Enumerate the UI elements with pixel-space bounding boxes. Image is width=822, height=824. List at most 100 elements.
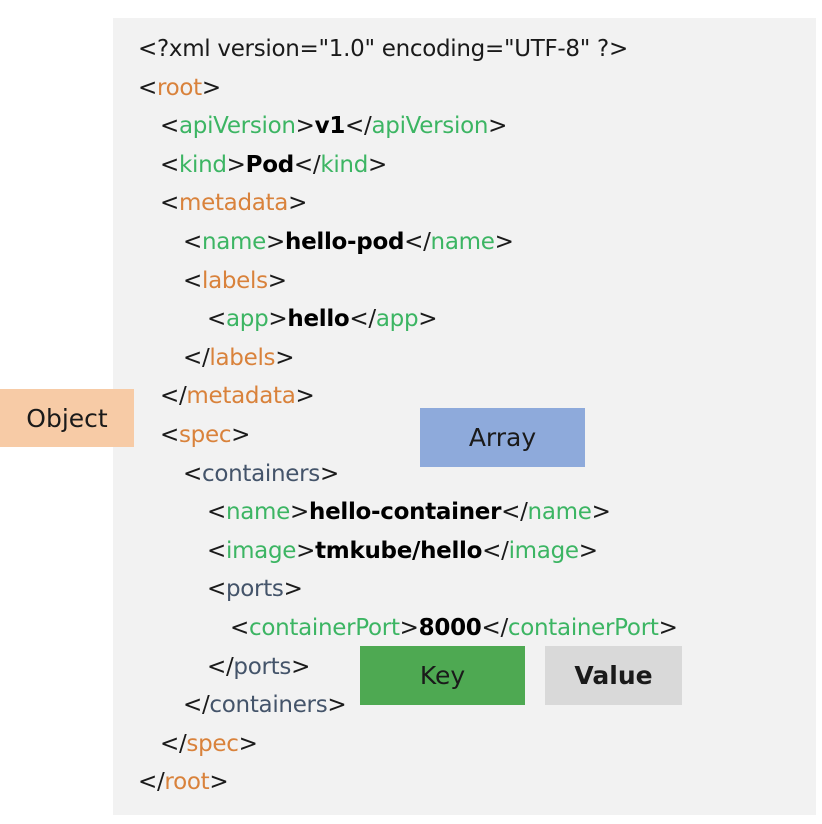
xml-line: <containerPort>8000</containerPort>	[230, 609, 678, 647]
xml-tag-name: kind	[178, 151, 227, 178]
xml-tag-name: image	[508, 537, 579, 564]
xml-punct: >	[488, 113, 508, 140]
xml-value: v1	[314, 113, 346, 140]
xml-line: </metadata>	[160, 377, 315, 415]
xml-line: </labels>	[183, 339, 295, 377]
xml-line: <metadata>	[160, 184, 307, 222]
xml-punct: >	[296, 537, 316, 564]
xml-tag-name: containers	[209, 692, 328, 719]
xml-punct: <	[183, 460, 202, 487]
xml-punct: >	[283, 576, 303, 603]
xml-tag-name: apiVersion	[178, 113, 296, 140]
xml-tag-name: app	[375, 306, 419, 333]
xml-punct: >	[494, 229, 514, 255]
xml-line: <labels>	[183, 262, 287, 300]
xml-punct: >	[418, 306, 438, 333]
xml-line: <root>	[138, 69, 221, 107]
xml-punct: >	[266, 229, 285, 255]
xml-punct: </	[160, 383, 187, 410]
xml-punct: >	[319, 460, 339, 487]
xml-tag-name: name	[527, 499, 592, 526]
xml-tag-name: containers	[201, 460, 320, 487]
xml-punct: </	[138, 769, 165, 796]
xml-punct: <?xml version="1.0" encoding="UTF-8" ?>	[138, 36, 628, 62]
xml-punct: >	[658, 615, 678, 641]
xml-tag-name: containerPort	[248, 615, 400, 641]
xml-line: <name>hello-container</name>	[207, 493, 611, 531]
xml-punct: >	[238, 730, 258, 757]
xml-punct: </	[183, 344, 210, 371]
xml-punct: <	[230, 615, 249, 641]
xml-line: <apiVersion>v1</apiVersion>	[160, 107, 507, 145]
key-legend-label: Key	[360, 646, 525, 705]
xml-punct: </	[501, 499, 528, 526]
xml-tag-name: metadata	[178, 190, 289, 217]
xml-punct: </	[481, 615, 508, 641]
xml-punct: </	[183, 692, 210, 719]
xml-line: <name>hello-pod</name>	[183, 223, 514, 261]
xml-punct: >	[578, 537, 598, 564]
xml-punct: >	[209, 769, 229, 796]
xml-punct: </	[207, 653, 234, 680]
xml-punct: >	[290, 499, 309, 526]
xml-punct: >	[327, 692, 347, 719]
xml-tag-name: ports	[233, 653, 292, 680]
xml-punct: >	[226, 151, 246, 178]
xml-punct: </	[293, 151, 321, 178]
xml-punct: <	[183, 229, 202, 255]
xml-punct: >	[275, 344, 295, 371]
xml-punct: </	[404, 229, 431, 255]
xml-tag-name: ports	[225, 576, 284, 603]
xml-tag-name: image	[225, 537, 297, 564]
xml-punct: >	[295, 383, 315, 410]
object-legend-label: Object	[0, 389, 134, 447]
xml-punct: <	[207, 306, 226, 333]
xml-punct: >	[368, 151, 387, 178]
xml-value: Pod	[245, 151, 295, 178]
xml-line: <image>tmkube/hello</image>	[207, 532, 598, 570]
xml-tag-name: app	[225, 306, 269, 333]
xml-tag-name: metadata	[186, 383, 296, 410]
xml-tag-name: name	[225, 499, 291, 526]
array-legend-label: Array	[420, 408, 585, 467]
xml-punct: </	[160, 730, 187, 757]
xml-line: <kind>Pod</kind>	[160, 146, 387, 184]
xml-punct: >	[267, 267, 287, 294]
xml-punct: <	[160, 190, 179, 217]
xml-value: hello	[287, 306, 350, 333]
xml-punct: <	[207, 537, 226, 564]
xml-punct: <	[183, 267, 202, 294]
xml-line: <app>hello</app>	[207, 300, 438, 338]
xml-tag-name: kind	[320, 151, 368, 178]
xml-line: </spec>	[160, 725, 258, 763]
xml-line: <ports>	[207, 570, 303, 608]
xml-punct: </	[482, 537, 509, 564]
xml-line: <spec>	[160, 416, 250, 454]
xml-punct: <	[207, 499, 226, 526]
xml-line: </ports>	[207, 648, 310, 686]
xml-value: hello-container	[309, 499, 502, 526]
xml-tag-name: name	[201, 229, 267, 255]
xml-punct: >	[268, 306, 288, 333]
xml-tag-name: containerPort	[507, 615, 659, 641]
xml-tag-name: root	[164, 769, 210, 796]
xml-line: <containers>	[183, 455, 339, 493]
xml-line: </root>	[138, 763, 229, 801]
xml-punct: <	[207, 576, 226, 603]
xml-value: tmkube/hello	[315, 537, 483, 564]
xml-tag-name: apiVersion	[371, 113, 489, 140]
xml-punct: >	[591, 499, 611, 526]
xml-tag-name: name	[430, 229, 495, 255]
xml-line: </containers>	[183, 686, 347, 724]
xml-tag-name: labels	[201, 267, 268, 294]
xml-punct: >	[231, 422, 251, 448]
xml-punct: <	[160, 422, 179, 448]
xml-tag-name: root	[156, 74, 202, 101]
xml-punct: <	[160, 113, 179, 140]
xml-tag-name: spec	[178, 422, 232, 448]
xml-punct: <	[160, 151, 179, 178]
xml-punct: >	[399, 615, 419, 641]
xml-punct: </	[345, 113, 372, 140]
xml-punct: >	[288, 190, 308, 217]
xml-punct: <	[138, 74, 157, 101]
